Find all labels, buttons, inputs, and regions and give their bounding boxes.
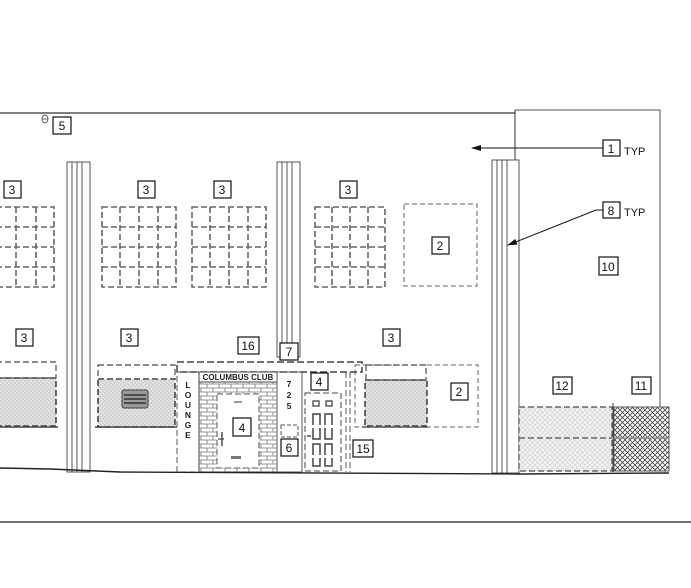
svg-text:8: 8	[608, 204, 615, 218]
side-door	[304, 392, 342, 472]
svg-text:16: 16	[241, 339, 255, 353]
infill-panel-lower	[354, 364, 479, 428]
callout-3b: 3	[137, 180, 156, 199]
svg-text:2: 2	[287, 390, 292, 400]
lower-window-2	[95, 364, 177, 428]
svg-text:5: 5	[59, 119, 66, 133]
upper-window-1	[0, 206, 55, 288]
svg-text:E: E	[185, 430, 191, 440]
svg-text:3: 3	[21, 331, 28, 345]
leader-8	[507, 209, 603, 246]
svg-text:3: 3	[126, 331, 133, 345]
callout-2a: 2	[431, 236, 450, 255]
callout-4a: 4	[232, 417, 252, 437]
entry-canopy	[176, 361, 363, 373]
svg-text:3: 3	[9, 183, 16, 197]
svg-text:5: 5	[287, 401, 292, 411]
upper-window-4	[314, 206, 386, 288]
svg-text:3: 3	[388, 331, 395, 345]
svg-text:2: 2	[437, 239, 444, 253]
upper-window-2	[101, 206, 177, 288]
callout-5: 5	[52, 116, 72, 135]
svg-text:11: 11	[635, 379, 648, 393]
svg-text:G: G	[185, 420, 192, 430]
callout-8: 8 TYP	[602, 201, 645, 219]
svg-text:7: 7	[286, 345, 293, 359]
lower-window-1	[0, 361, 58, 428]
pilaster-center	[276, 161, 301, 358]
svg-text:10: 10	[601, 260, 615, 274]
wall-vent-icon	[121, 389, 149, 409]
svg-text:3: 3	[345, 183, 352, 197]
pilaster-right	[491, 159, 520, 474]
lower-window-3	[362, 364, 428, 428]
svg-text:15: 15	[356, 442, 370, 456]
club-sign: COLUMBUS CLUB	[203, 373, 274, 382]
fence-panel-dark	[612, 403, 670, 472]
callout-15: 15	[352, 439, 374, 458]
svg-text:3: 3	[143, 183, 150, 197]
svg-text:1: 1	[608, 142, 615, 156]
pilaster-left	[66, 161, 91, 473]
callout-3a: 3	[3, 180, 22, 199]
callout-3e: 3	[15, 328, 34, 347]
callout-12: 12	[552, 376, 573, 395]
svg-text:L: L	[185, 380, 190, 390]
svg-text:TYP: TYP	[624, 207, 645, 219]
lounge-sign: L O U N G E	[185, 380, 192, 440]
callout-11: 11	[631, 376, 652, 395]
svg-text:N: N	[185, 410, 191, 420]
address-number: 7 2 5	[287, 379, 292, 411]
svg-text:TYP: TYP	[624, 146, 645, 158]
svg-text:U: U	[185, 400, 191, 410]
svg-text:2: 2	[456, 385, 463, 399]
callout-16: 16	[237, 336, 260, 355]
svg-text:7: 7	[287, 379, 292, 389]
callout-3d: 3	[339, 180, 358, 199]
svg-text:O: O	[185, 390, 192, 400]
svg-text:4: 4	[239, 421, 246, 435]
callout-7: 7	[279, 342, 299, 361]
svg-text:12: 12	[555, 379, 569, 393]
callout-3f: 3	[120, 328, 139, 347]
infill-panel-upper	[403, 203, 478, 287]
callout-3g: 3	[382, 328, 401, 347]
svg-text:6: 6	[286, 441, 293, 455]
roof-vent-icon	[41, 114, 49, 124]
svg-text:3: 3	[219, 183, 226, 197]
upper-window-3	[191, 206, 267, 288]
svg-text:4: 4	[316, 375, 323, 389]
callout-6: 6	[280, 438, 299, 457]
callout-10: 10	[598, 256, 619, 276]
callout-3c: 3	[213, 180, 232, 199]
fence-panel-light	[518, 406, 613, 472]
callout-4b: 4	[310, 372, 329, 391]
callout-2b: 2	[450, 382, 469, 401]
callout-1: 1 TYP	[602, 139, 645, 158]
